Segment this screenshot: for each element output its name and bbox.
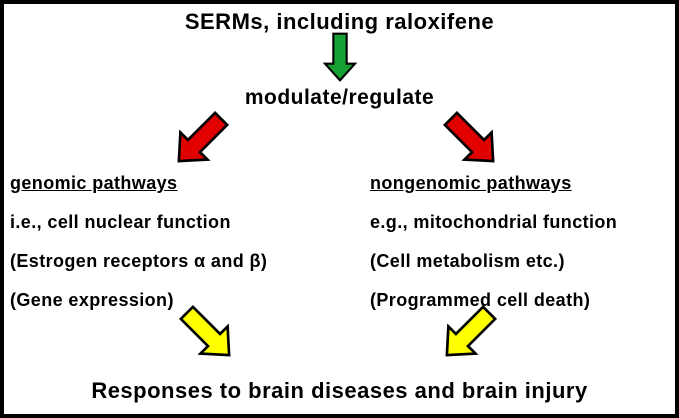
genomic-pathways-line-2: (Estrogen receptors α and β) <box>10 251 268 271</box>
red-down-left-arrow-icon <box>177 110 230 163</box>
nongenomic-pathways-column: nongenomic pathways e.g., mitochondrial … <box>370 164 617 320</box>
red-left-arrow-shape <box>177 110 230 163</box>
genomic-pathways-line-1: i.e., cell nuclear function <box>10 212 231 232</box>
green-arrow-shape <box>322 32 358 82</box>
diagram-title: SERMs, including raloxifene <box>184 9 495 34</box>
genomic-pathways-heading: genomic pathways <box>10 173 178 193</box>
responses-label: Responses to brain diseases and brain in… <box>91 378 588 403</box>
nongenomic-pathways-heading: nongenomic pathways <box>370 173 572 193</box>
nongenomic-pathways-line-3: (Programmed cell death) <box>370 290 591 310</box>
yellow-down-right-arrow-icon <box>178 304 231 357</box>
green-down-arrow-icon <box>322 32 358 82</box>
yellow-right-arrow-shape <box>445 304 498 357</box>
nongenomic-pathways-line-1: e.g., mitochondrial function <box>370 212 618 232</box>
yellow-left-arrow-shape <box>178 304 231 357</box>
genomic-pathways-column: genomic pathways i.e., cell nuclear func… <box>10 164 267 320</box>
red-right-arrow-shape <box>442 110 495 163</box>
red-down-right-arrow-icon <box>442 110 495 163</box>
yellow-down-left-arrow-icon <box>445 304 498 357</box>
modulate-regulate-label: modulate/regulate <box>244 86 435 109</box>
genomic-pathways-line-3: (Gene expression) <box>10 290 174 310</box>
nongenomic-pathways-line-2: (Cell metabolism etc.) <box>370 251 565 271</box>
